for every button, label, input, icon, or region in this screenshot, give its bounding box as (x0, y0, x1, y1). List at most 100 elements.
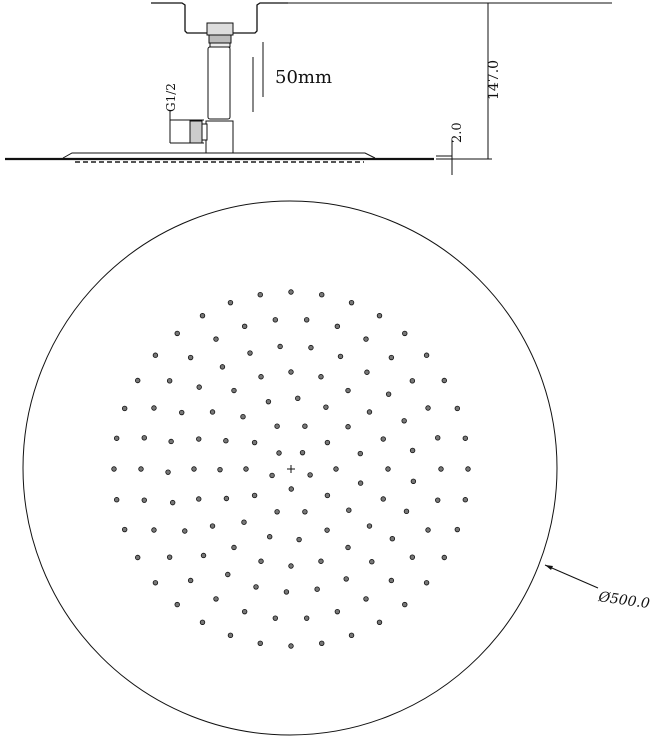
nozzle (253, 584, 259, 590)
top-view (22, 200, 599, 736)
nozzle (223, 495, 230, 502)
nozzle (385, 466, 391, 472)
nozzle (337, 353, 344, 360)
nozzle (113, 497, 120, 503)
nozzle (345, 387, 351, 394)
nozzle (376, 619, 383, 625)
nozzle (435, 435, 441, 441)
nozzle (333, 466, 339, 472)
nozzle (257, 640, 263, 647)
nozzle (276, 450, 282, 456)
nozzle (366, 523, 373, 529)
nozzle (465, 466, 471, 472)
extension-label: 50mm (275, 67, 332, 88)
nozzle (403, 508, 410, 515)
nozzle (191, 466, 197, 472)
nozzle (135, 554, 141, 561)
nozzle (174, 330, 180, 337)
nozzle (241, 519, 247, 525)
nozzle (272, 317, 279, 323)
nozzle (324, 492, 331, 499)
nozzle (200, 552, 207, 559)
nozzle (402, 601, 408, 608)
nozzle (269, 472, 275, 479)
nozzle (364, 369, 370, 375)
nozzle (303, 615, 310, 621)
elbow (205, 120, 234, 154)
nozzle (213, 336, 219, 342)
center-mark (287, 465, 295, 473)
nozzle (257, 291, 263, 298)
nozzle (243, 466, 249, 472)
nozzle (343, 576, 349, 582)
nozzle (241, 608, 248, 615)
nozzle (274, 509, 280, 515)
inlet-thread (189, 120, 203, 144)
nozzle (296, 536, 302, 543)
nozzle (121, 526, 128, 533)
nozzle (454, 526, 461, 533)
nozzle (196, 384, 202, 390)
nozzle (324, 439, 331, 446)
nozzle (258, 374, 264, 380)
nozzle (441, 377, 447, 384)
nozzle (357, 450, 364, 457)
nozzle (388, 577, 395, 584)
nozzle (165, 469, 171, 475)
nut (206, 22, 234, 36)
nozzle (334, 323, 341, 330)
side-view (5, 2, 612, 175)
nozzle (135, 377, 141, 384)
nozzle (141, 497, 147, 503)
nozzle (187, 354, 194, 361)
extension-arm (207, 46, 231, 120)
nozzle (288, 486, 294, 492)
nozzle (363, 336, 369, 342)
thickness-label: 2.0 (450, 122, 465, 143)
nozzle (425, 527, 431, 533)
nozzle (258, 558, 264, 564)
nozzle (283, 589, 290, 595)
nozzle (345, 424, 351, 430)
nozzle (441, 554, 447, 561)
nozzle (219, 364, 226, 370)
nozzle (179, 409, 185, 416)
nozzle (277, 343, 283, 350)
diameter-label: Ø500.0 (596, 589, 650, 612)
nozzle (302, 509, 308, 515)
nozzle (346, 507, 352, 513)
thread-label: G1/2 (164, 83, 178, 112)
nozzle (324, 527, 330, 533)
nozzle (196, 436, 202, 442)
nozzle (182, 528, 188, 534)
nozzle (435, 497, 441, 503)
nozzle (299, 449, 306, 456)
diameter-leader (544, 564, 599, 589)
nozzle (266, 534, 273, 540)
nozzle (231, 387, 237, 394)
nozzle (241, 323, 248, 330)
nozzle (152, 580, 159, 586)
nozzle (288, 369, 294, 375)
nozzle (388, 354, 395, 361)
nozzle (199, 313, 206, 319)
nozzle (152, 352, 159, 358)
nozzle (348, 632, 355, 639)
nozzle (425, 405, 431, 411)
nozzle (462, 497, 469, 503)
nozzle (462, 435, 469, 441)
nozzle (423, 580, 430, 586)
nozzle (251, 439, 258, 446)
nozzle (111, 466, 117, 472)
nozzle (318, 374, 324, 380)
nozzle (376, 313, 383, 319)
nozzle (308, 344, 314, 351)
nozzle (196, 496, 202, 502)
nozzle-pattern (111, 289, 471, 649)
nozzle (323, 404, 329, 410)
nozzle (169, 499, 176, 506)
nozzle (307, 472, 313, 478)
nozzle (319, 640, 325, 647)
nozzle (319, 291, 325, 298)
